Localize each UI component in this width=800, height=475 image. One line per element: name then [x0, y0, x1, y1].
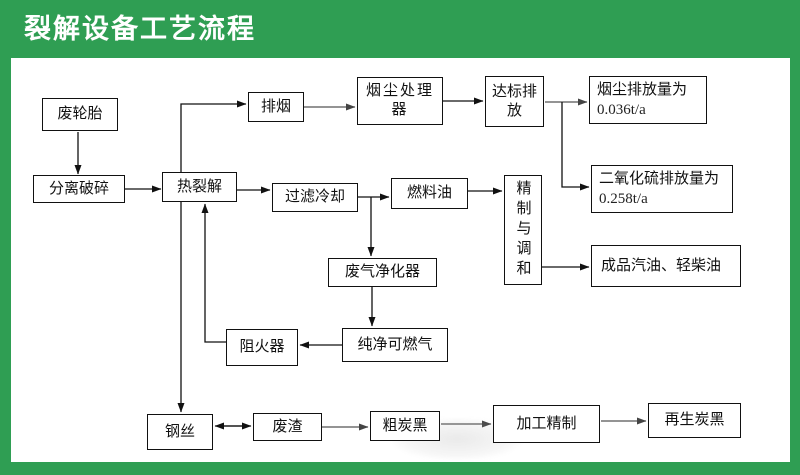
node-separation: 分离破碎 — [33, 175, 125, 203]
page-title: 裂解设备工艺流程 — [24, 14, 256, 44]
node-dust-emission: 烟尘排放量为 0.036t/a — [589, 76, 707, 124]
node-standard-discharge: 达标排放 — [485, 76, 544, 127]
node-refine-blend: 精制与调和 — [504, 175, 542, 285]
node-pyrolysis: 热裂解 — [162, 172, 237, 202]
node-steel-wire: 钢丝 — [147, 414, 213, 450]
node-regen-carbon: 再生炭黑 — [648, 403, 741, 438]
node-fuel-oil: 燃料油 — [391, 178, 468, 209]
node-gas-purifier: 废气净化器 — [328, 258, 437, 287]
node-waste-residue: 废渣 — [253, 413, 322, 441]
node-finished-oil: 成品汽油、轻柴油 — [591, 245, 741, 287]
node-dust-processor: 烟尘处理器 — [357, 77, 443, 125]
node-smoke-exhaust: 排烟 — [248, 92, 304, 122]
node-filter-cooling: 过滤冷却 — [272, 183, 358, 212]
title-banner: 裂解设备工艺流程 — [0, 0, 800, 58]
node-waste-tire: 废轮胎 — [42, 98, 118, 131]
node-crude-carbon: 粗炭黑 — [370, 411, 440, 441]
node-flame-arrester: 阻火器 — [226, 329, 298, 366]
node-pure-gas: 纯净可燃气 — [342, 328, 448, 362]
node-processing-refine: 加工精制 — [493, 405, 600, 443]
node-so2-emission: 二氧化硫排放量为 0.258t/a — [591, 165, 733, 213]
